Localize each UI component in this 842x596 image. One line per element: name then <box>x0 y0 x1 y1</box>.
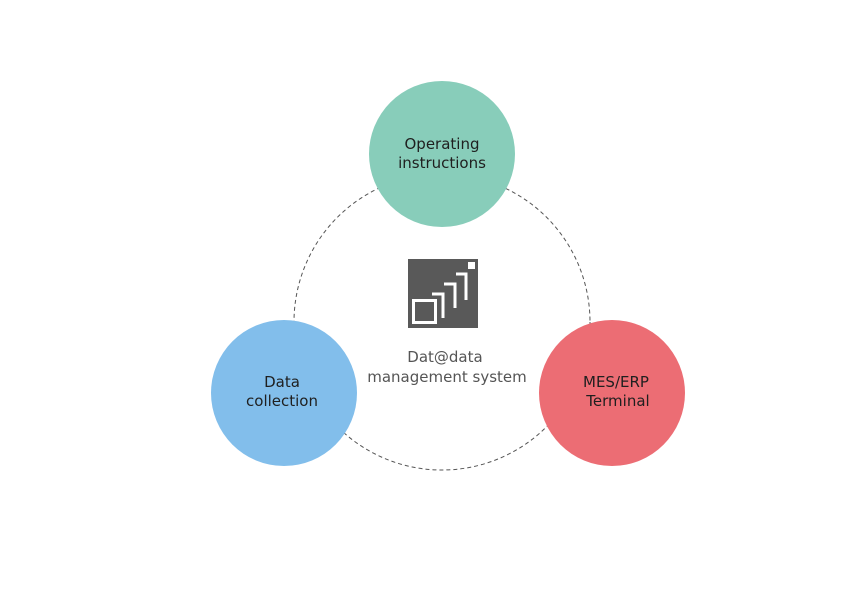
node-operating-instructions: Operating instructions <box>369 81 515 227</box>
center-logo-icon <box>408 259 478 328</box>
node-mes-erp-terminal: MES/ERP Terminal <box>539 320 685 466</box>
node-label-line1: Operating <box>405 135 480 153</box>
center-title-line2: management system <box>367 368 526 386</box>
node-label-line2: Terminal <box>585 392 649 410</box>
node-label-line2: collection <box>246 392 318 410</box>
node-circle <box>211 320 357 466</box>
node-label-line1: MES/ERP <box>583 373 649 391</box>
node-data-collection: Data collection <box>211 320 357 466</box>
node-label-line1: Data <box>264 373 300 391</box>
node-label-line2: instructions <box>398 154 486 172</box>
node-circle <box>369 81 515 227</box>
center-title-line1: Dat@data <box>407 348 482 366</box>
node-circle <box>539 320 685 466</box>
